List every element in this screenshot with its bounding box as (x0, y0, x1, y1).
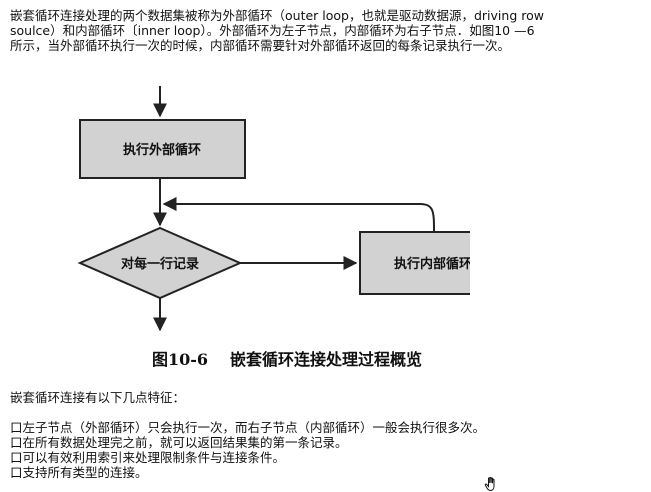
intro-line-3: 所示，当外部循环执行一次的时候，内部循环需要针对外部循环返回的每条记录执行一次。 (10, 38, 511, 53)
figure-title: 嵌套循环连接处理过程概览 (230, 350, 423, 369)
outer-loop-label: 执行外部循环 (123, 142, 201, 158)
feature-item: 口左子节点（外部循环）只会执行一次，而右子节点（内部循环）一般会执行很多次。 (10, 420, 486, 435)
intro-line-1: 嵌套循环连接处理的两个数据集被称为外部循环（outer loop，也就是驱动数据… (10, 8, 544, 23)
features-heading: 嵌套循环连接有以下几点特征： (10, 390, 186, 405)
hand-cursor-icon (484, 476, 495, 492)
each-row-label: 对每一行记录 (121, 256, 199, 272)
intro-paragraph: 嵌套循环连接处理的两个数据集被称为外部循环（outer loop，也就是驱动数据… (10, 8, 642, 53)
intro-line-2: soulce）和内部循环〔inner loop）。外部循环为左子节点，内部循环为… (10, 23, 535, 38)
figure-number: 图10-6 (152, 350, 209, 369)
feature-item: 口在所有数据处理完之前，就可以返回结果集的第一条记录。 (10, 435, 348, 450)
inner-loop-label: 执行内部循环 (394, 256, 470, 272)
nested-loop-flow-diagram: 执行外部循环 对每一行记录 执行内部循环 (77, 86, 470, 332)
loop-back-arrow (162, 197, 435, 233)
figure-caption: 图10-6 嵌套循环连接处理过程概览 (152, 346, 422, 370)
feature-item: 口可以有效利用索引来处理限制条件与连接条件。 (10, 450, 286, 465)
feature-item: 口支持所有类型的连接。 (10, 465, 148, 480)
outer-loop-box (79, 119, 246, 179)
features-list: 口左子节点（外部循环）只会执行一次，而右子节点（内部循环）一般会执行很多次。 口… (10, 420, 485, 480)
